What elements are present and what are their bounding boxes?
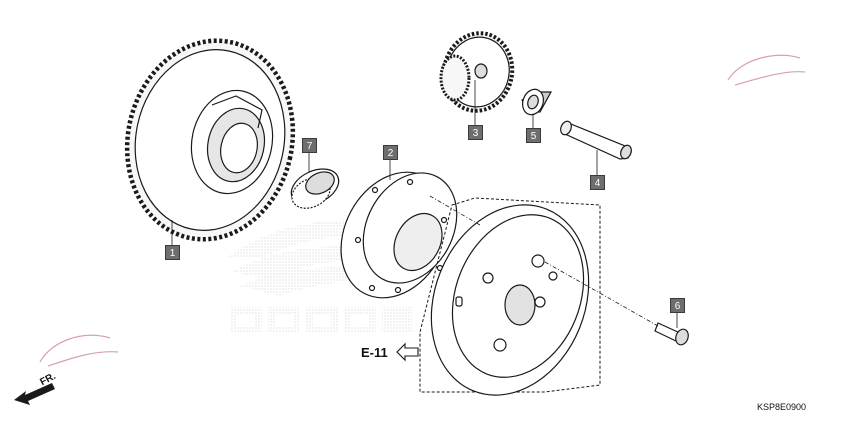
starter-clutch-outer <box>340 171 458 299</box>
diagram-code: KSP8E0900 <box>757 402 807 412</box>
moto-watermark-top <box>727 54 806 86</box>
collar <box>521 88 553 116</box>
starter-driven-gear <box>124 38 296 242</box>
reduction-gear-shaft <box>560 120 632 160</box>
starter-reduction-gear <box>439 31 515 113</box>
callout-7: 7 <box>302 138 317 153</box>
reference-label: E-11 <box>361 345 388 360</box>
reference-arrow-icon <box>396 342 419 362</box>
honda-wing-watermark <box>226 220 412 333</box>
callout-4: 4 <box>590 175 605 190</box>
flange-bolt <box>654 322 689 346</box>
callout-5: 5 <box>526 128 541 143</box>
leader-lines <box>171 80 678 328</box>
honda-wordmark <box>230 307 412 333</box>
callout-3: 3 <box>468 125 483 140</box>
needle-bearing <box>290 168 340 209</box>
front-direction-arrow-icon <box>14 383 55 405</box>
callout-2: 2 <box>383 145 398 160</box>
callout-6: 6 <box>670 298 685 313</box>
flywheel-rotor <box>419 197 601 396</box>
callout-1: 1 <box>165 245 180 260</box>
moto-watermark-left <box>39 334 119 367</box>
